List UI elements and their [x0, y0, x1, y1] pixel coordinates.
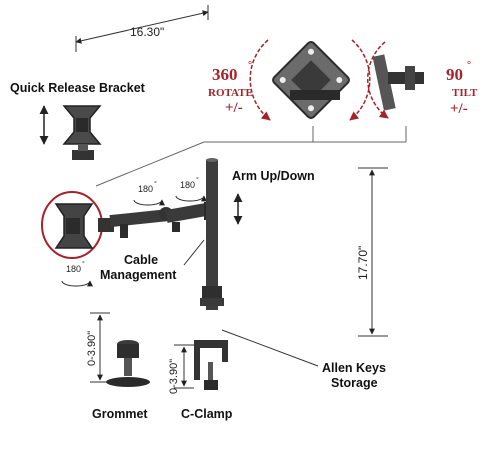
swivel-right-value: 180	[180, 180, 195, 190]
allen-keys-label: Allen Keys	[322, 361, 386, 375]
clamp-range-value: 0-3.90"	[168, 359, 180, 394]
rotate-caption: ROTATE	[208, 87, 253, 99]
c-clamp-image	[194, 340, 228, 390]
c-clamp-label: C-Clamp	[181, 407, 233, 421]
grommet-dimension: 0-3.90"	[86, 312, 110, 383]
cable-leader	[183, 239, 205, 266]
cable-label: Cable	[124, 253, 158, 267]
swivel-left: 180 °	[133, 180, 165, 206]
monitor-arm-image	[109, 202, 218, 238]
swivel-head-value: 180	[66, 264, 81, 274]
grommet-image	[106, 340, 150, 387]
swivel-head: 180 °	[61, 260, 93, 287]
swivel-left-value: 180	[138, 184, 153, 194]
height-dimension: 17.70"	[356, 167, 388, 337]
storage-label: Storage	[331, 376, 378, 390]
tilting-plate-image	[372, 54, 424, 111]
rotating-plate-image	[272, 41, 350, 119]
allen-keys-leader	[221, 329, 319, 367]
svg-text:°: °	[82, 260, 85, 268]
rotate-sign: +/-	[225, 100, 243, 116]
tilt-callout: 90 ° TILT +/-	[367, 41, 478, 119]
rotate-degree-mark: °	[248, 60, 252, 71]
grommet-range-value: 0-3.90"	[86, 331, 98, 366]
rotate-callout: 360 ° ROTATE +/-	[208, 39, 371, 121]
tilt-degrees: 90	[446, 65, 463, 84]
arm-up-down-label: Arm Up/Down	[232, 169, 315, 183]
monitor-head-image	[41, 191, 114, 259]
svg-text:°: °	[196, 176, 199, 184]
callout-leader	[95, 126, 407, 187]
tilt-sign: +/-	[450, 101, 468, 117]
grommet-label: Grommet	[92, 407, 148, 421]
height-value: 17.70"	[356, 246, 370, 280]
svg-text:°: °	[154, 180, 157, 188]
width-dimension: 16.30"	[75, 5, 209, 52]
quick-release-bracket-image	[39, 105, 102, 160]
clamp-dimension: 0-3.90"	[168, 344, 194, 394]
management-label: Management	[100, 268, 177, 282]
pole-image	[200, 158, 224, 310]
tilt-caption: TILT	[452, 87, 478, 99]
swivel-right: 180 °	[175, 176, 207, 202]
tilt-degree-mark: °	[467, 60, 471, 71]
rotate-degrees: 360	[212, 65, 238, 84]
quick-release-label: Quick Release Bracket	[10, 81, 146, 95]
width-value: 16.30"	[130, 25, 164, 39]
